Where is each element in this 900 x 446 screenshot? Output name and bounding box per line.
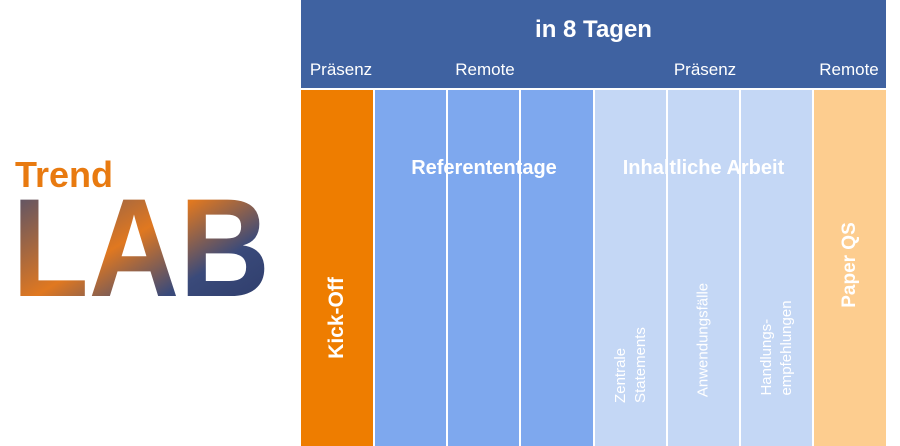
kickoff-label: Kick-Off (325, 277, 348, 359)
sub-label-zentrale-statements: Zentrale Statements (612, 327, 649, 403)
referententage-label: Referententage (411, 157, 557, 179)
paper-qs-column (814, 90, 886, 446)
phase-label-remote-1: Remote (455, 60, 515, 79)
logo-lab-graphic: LAB (12, 190, 270, 300)
kickoff-column (301, 90, 373, 446)
phase-label-remote-2: Remote (819, 60, 879, 79)
paper-qs-label: Paper QS (839, 222, 860, 308)
inhaltliche-arbeit-block (595, 90, 812, 446)
sub-label-handlungsempfehlungen: Handlungs- empfehlungen (758, 300, 795, 396)
column-divider (739, 90, 741, 446)
referententage-block (375, 90, 593, 446)
column-divider (446, 90, 448, 446)
header-title: in 8 Tagen (535, 16, 652, 43)
logo-lab-letters: LAB (12, 190, 270, 300)
header-bar (301, 0, 886, 88)
column-divider (666, 90, 668, 446)
phase-label-presence-2: Präsenz (673, 60, 737, 79)
logo-trend-text: Trend (15, 154, 114, 195)
column-divider (519, 90, 521, 446)
phase-label-presence-1: Präsenz (309, 60, 373, 79)
inhaltliche-arbeit-label: Inhaltliche Arbeit (622, 157, 785, 179)
sub-label-anwendungsfaelle: Anwendungsfälle (694, 282, 712, 398)
